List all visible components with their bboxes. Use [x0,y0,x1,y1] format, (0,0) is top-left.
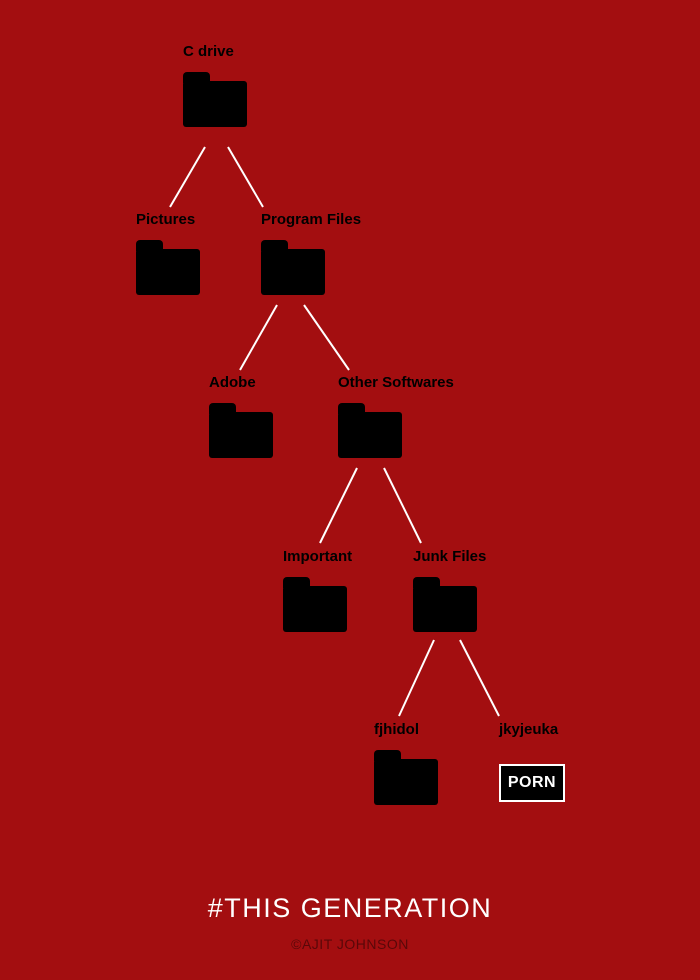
connector-line [239,304,278,371]
tree-node-program-files: Program Files [261,212,361,295]
tree-node-fjhidol: fjhidol [374,722,438,805]
folder-label: Important [283,548,353,565]
folder-label: Other Softwares [338,374,454,391]
connector-line [303,304,350,371]
folder-icon [374,750,438,805]
poster-credit: ©AJIT JOHNSON [291,936,409,952]
connector-line [459,639,500,717]
folder-icon [183,72,247,127]
connector-line [319,467,358,544]
connector-line [227,146,264,208]
folder-icon [261,240,325,295]
tree-node-important: Important [283,549,352,632]
tree-node-c-drive: C drive [183,44,247,127]
porn-file-label: PORN [507,774,557,791]
folder-label: Pictures [136,211,196,228]
connector-line [398,639,435,717]
tree-node-other-softwares: Other Softwares [338,375,454,458]
folder-icon [283,577,347,632]
folder-label: Program Files [261,211,362,228]
poster-title: #THIS GENERATION [207,893,493,923]
folder-label: fjhidol [374,721,419,738]
folder-icon [209,403,273,458]
folder-label: C drive [183,43,234,60]
tree-node-pictures: Pictures [136,212,200,295]
tree-node-jkyjeuka: jkyjeuka PORN [499,722,565,802]
connector-line [169,146,206,208]
folder-icon [413,577,477,632]
folder-icon [338,403,402,458]
folder-icon [136,240,200,295]
folder-label: jkyjeuka [499,721,559,738]
connector-line [383,467,422,544]
tree-node-adobe: Adobe [209,375,273,458]
tree-node-junk-files: Junk Files [413,549,486,632]
folder-label: Junk Files [413,548,487,565]
porn-file-box: PORN [499,764,565,802]
folder-label: Adobe [209,374,256,391]
